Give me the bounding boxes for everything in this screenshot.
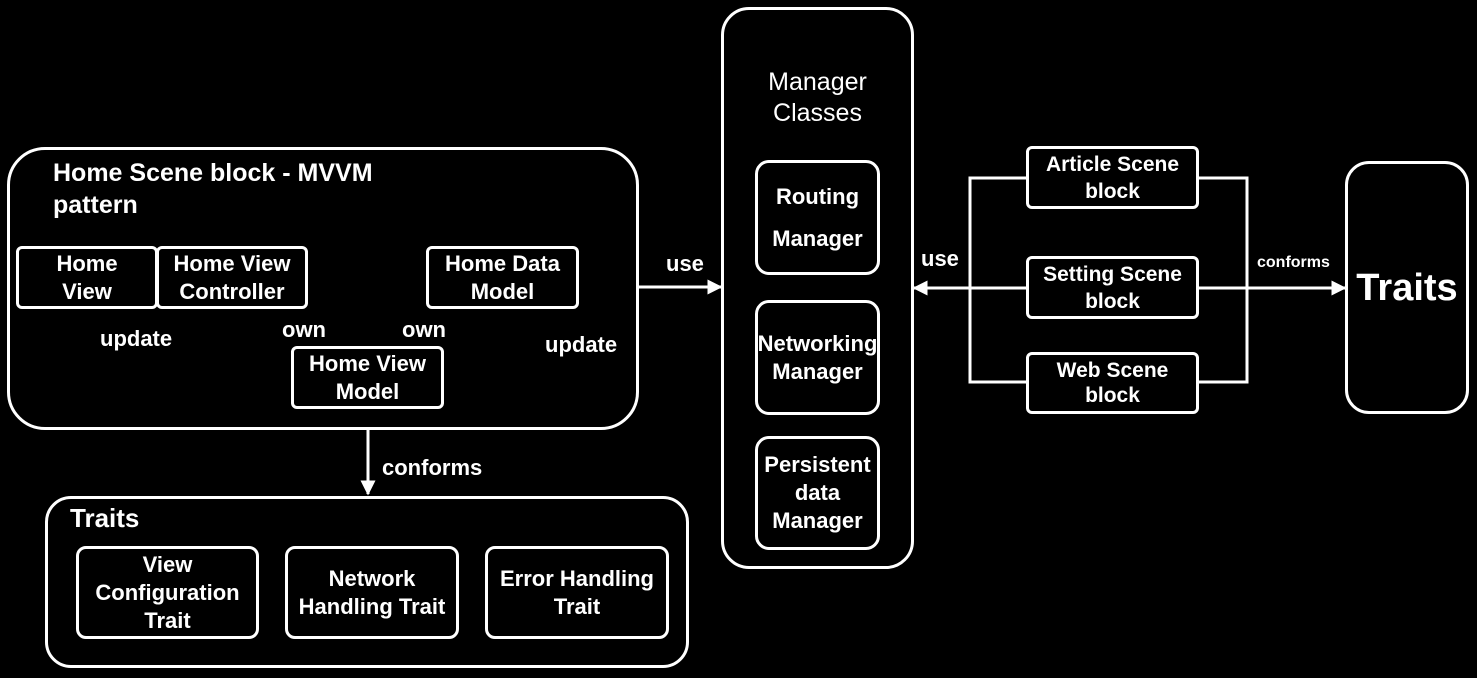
networking-manager: Networking Manager (755, 300, 880, 415)
home-view-model-node: Home View Model (291, 346, 444, 409)
home-data-model-node: Home Data Model (426, 246, 579, 309)
trait-network-handling: Network Handling Trait (285, 546, 459, 639)
bracket-left (968, 176, 1027, 384)
persistent-data-manager: Persistent data Manager (755, 436, 880, 550)
web-scene-block: Web Scene block (1026, 352, 1199, 414)
label-own-left: own (282, 317, 326, 342)
label-use-right: use (921, 246, 959, 271)
traits-panel-title: Traits (70, 503, 140, 533)
home-view-node: Home View (16, 246, 158, 309)
trait-error-handling: Error Handling Trait (485, 546, 669, 639)
home-scene-title: Home Scene block - MVVM pattern (53, 159, 373, 219)
manager-classes-title: Manager Classes (768, 68, 867, 127)
label-conforms-bottom: conforms (382, 455, 483, 480)
article-scene-block: Article Scene block (1026, 146, 1199, 209)
trait-view-configuration: View Configuration Trait (76, 546, 259, 639)
label-use-left: use (666, 251, 704, 276)
setting-scene-block: Setting Scene block (1026, 256, 1199, 319)
label-conforms-right: conforms (1257, 254, 1330, 271)
manager-classes-container (721, 7, 914, 569)
home-view-controller-node: Home View Controller (156, 246, 308, 309)
label-update-right: update (545, 332, 618, 357)
traits-right-node: Traits (1345, 161, 1469, 414)
bracket-right (1198, 176, 1249, 384)
routing-manager: Routing Manager (755, 160, 880, 275)
label-own-right: own (402, 317, 446, 342)
label-update-left: update (100, 326, 173, 351)
